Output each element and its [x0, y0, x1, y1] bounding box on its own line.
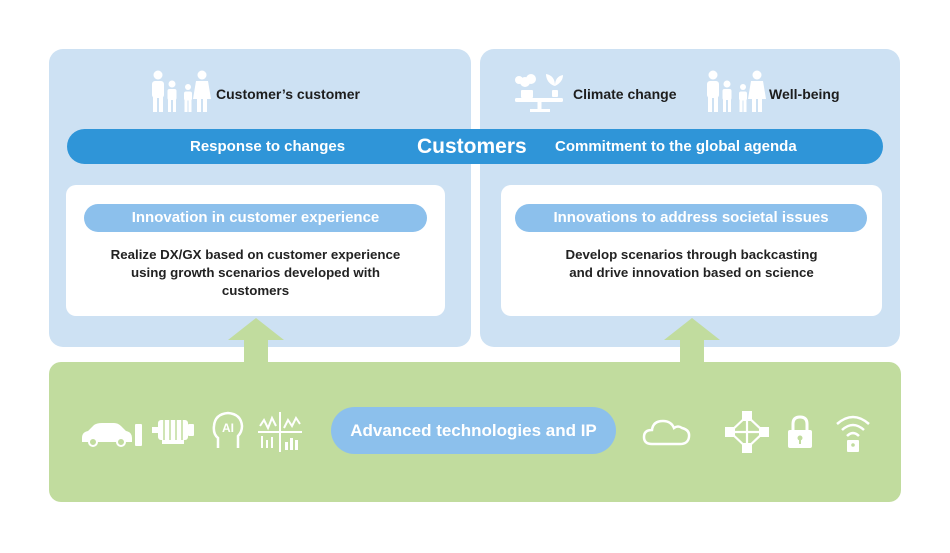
motor-icon	[152, 420, 194, 444]
climate-change-label: Climate change	[573, 86, 677, 102]
car-charging-icon	[82, 423, 142, 447]
network-nodes-icon	[725, 411, 769, 453]
customer-experience-title: Innovation in customer experience	[84, 204, 427, 232]
ai-head-icon: AI	[212, 411, 244, 448]
customers-title: Customers	[417, 135, 527, 158]
climate-change-icon	[515, 74, 563, 112]
description-line: Realize DX/GX based on customer experien…	[110, 247, 401, 262]
padlock-icon	[788, 415, 812, 448]
family-icon	[152, 70, 211, 112]
customers-band: Response to changes Customers Commitment…	[67, 129, 883, 164]
cloud-icon	[642, 419, 691, 446]
up-arrow-left	[228, 318, 284, 364]
data-chart-icon	[258, 412, 302, 452]
wellbeing-family-icon	[707, 70, 766, 112]
description-line: customers	[221, 283, 290, 298]
global-agenda-label: Commitment to the global agenda	[555, 138, 797, 155]
response-to-changes-label: Response to changes	[190, 138, 346, 155]
up-arrow-right	[664, 318, 720, 364]
description-line: Develop scenarios through backcasting	[565, 247, 818, 262]
societal-issues-card: Innovations to address societal issues D…	[501, 185, 882, 316]
customers-customer-label: Customer’s customer	[216, 86, 360, 102]
customer-experience-card: Innovation in customer experience Realiz…	[66, 185, 445, 316]
customer-experience-description: Realize DX/GX based on customer experien…	[76, 246, 435, 300]
societal-issues-title: Innovations to address societal issues	[515, 204, 867, 232]
description-line: and drive innovation based on science	[569, 265, 814, 280]
svg-text:AI: AI	[222, 421, 234, 435]
wifi-lock-icon	[836, 415, 870, 452]
well-being-label: Well-being	[769, 86, 840, 102]
societal-issues-description: Develop scenarios through backcasting an…	[511, 246, 872, 282]
advanced-technologies-label: Advanced technologies and IP	[331, 407, 616, 454]
description-line: using growth scenarios developed with	[131, 265, 380, 280]
